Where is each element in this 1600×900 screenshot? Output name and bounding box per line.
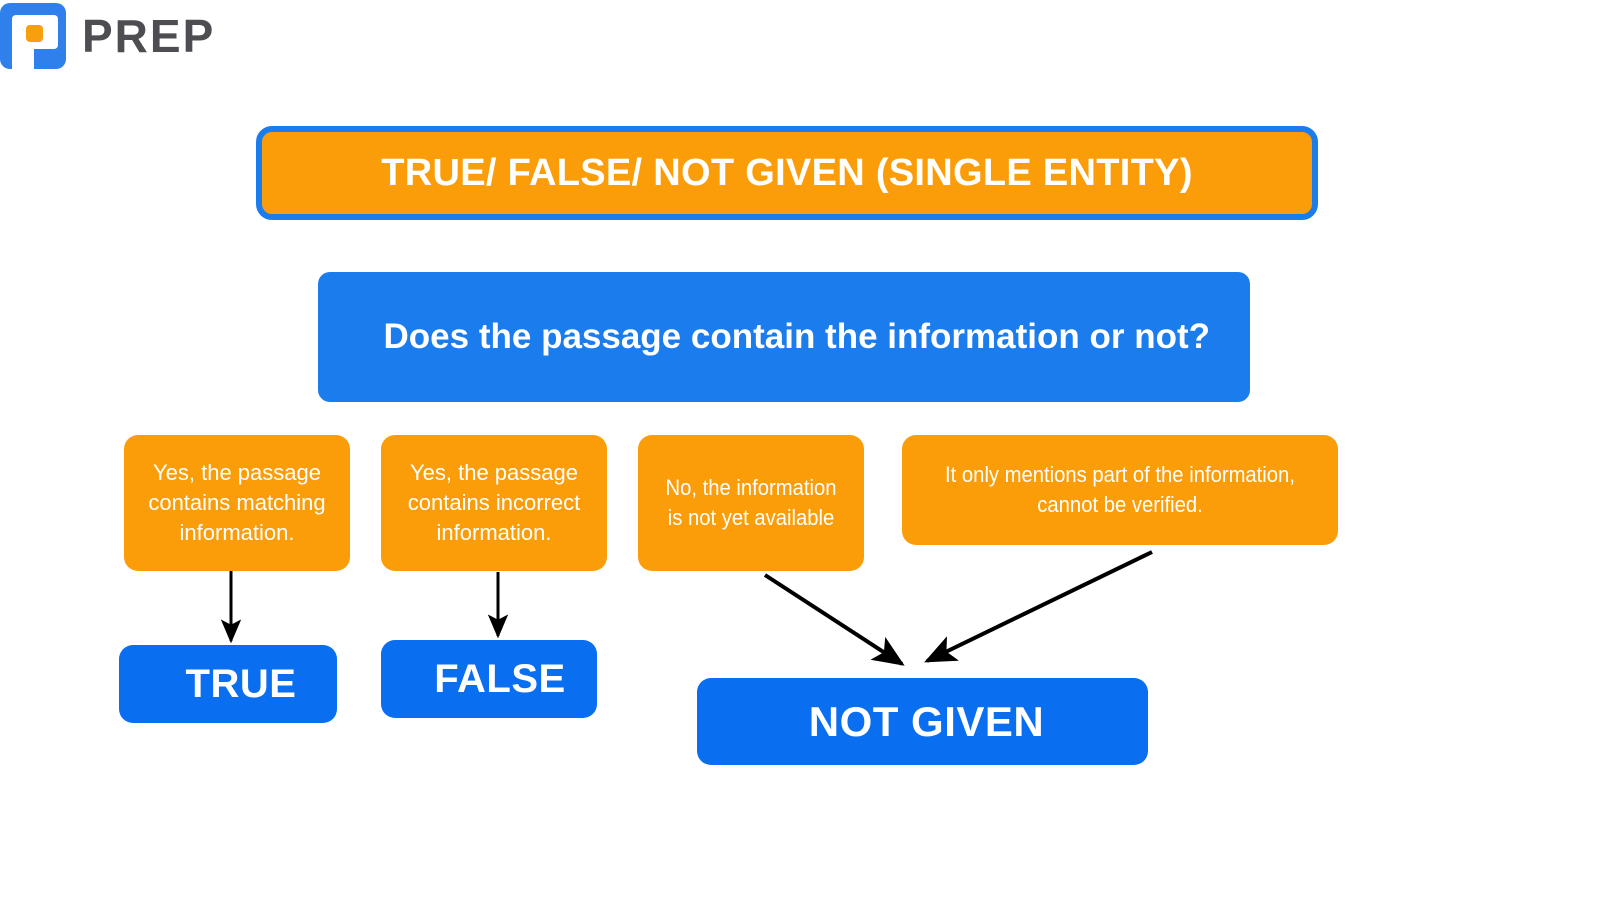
brand-logo: PREP bbox=[0, 0, 215, 72]
answer-box-true: TRUE bbox=[119, 645, 337, 723]
answer-box-not-given: NOT GIVEN bbox=[697, 678, 1148, 765]
question-box: Does the passage contain the information… bbox=[318, 272, 1250, 402]
reason-text-not-given-a: No, the information is not yet available bbox=[665, 475, 837, 530]
diagram-title-text: TRUE/ FALSE/ NOT GIVEN (SINGLE ENTITY) bbox=[381, 151, 1193, 194]
prep-p-logo-icon bbox=[0, 1, 68, 71]
reason-box-not-given-b: It only mentions part of the information… bbox=[902, 435, 1338, 545]
logo-stem-gap-shape bbox=[12, 41, 34, 71]
arrow-reason-not-given-a-to-answer-not-given bbox=[763, 573, 905, 666]
answer-label-true: TRUE bbox=[185, 661, 297, 706]
logo-accent-dot bbox=[26, 25, 43, 42]
reason-text-false: Yes, the passage contains incorrect info… bbox=[407, 460, 581, 545]
brand-wordmark: PREP bbox=[82, 10, 216, 62]
reason-box-false: Yes, the passage contains incorrect info… bbox=[381, 435, 607, 571]
diagram-title-banner: TRUE/ FALSE/ NOT GIVEN (SINGLE ENTITY) bbox=[256, 126, 1318, 220]
answer-label-false: FALSE bbox=[434, 656, 566, 701]
arrow-reason-not-given-b-to-answer-not-given bbox=[924, 550, 1153, 663]
reason-box-not-given-a: No, the information is not yet available bbox=[638, 435, 864, 571]
reason-text-true: Yes, the passage contains matching infor… bbox=[148, 460, 326, 545]
answer-label-not-given: NOT GIVEN bbox=[808, 697, 1045, 745]
reason-text-not-given-b: It only mentions part of the information… bbox=[945, 462, 1295, 517]
question-text: Does the passage contain the information… bbox=[383, 316, 1210, 356]
reason-box-true: Yes, the passage contains matching infor… bbox=[124, 435, 350, 571]
answer-box-false: FALSE bbox=[381, 640, 597, 718]
